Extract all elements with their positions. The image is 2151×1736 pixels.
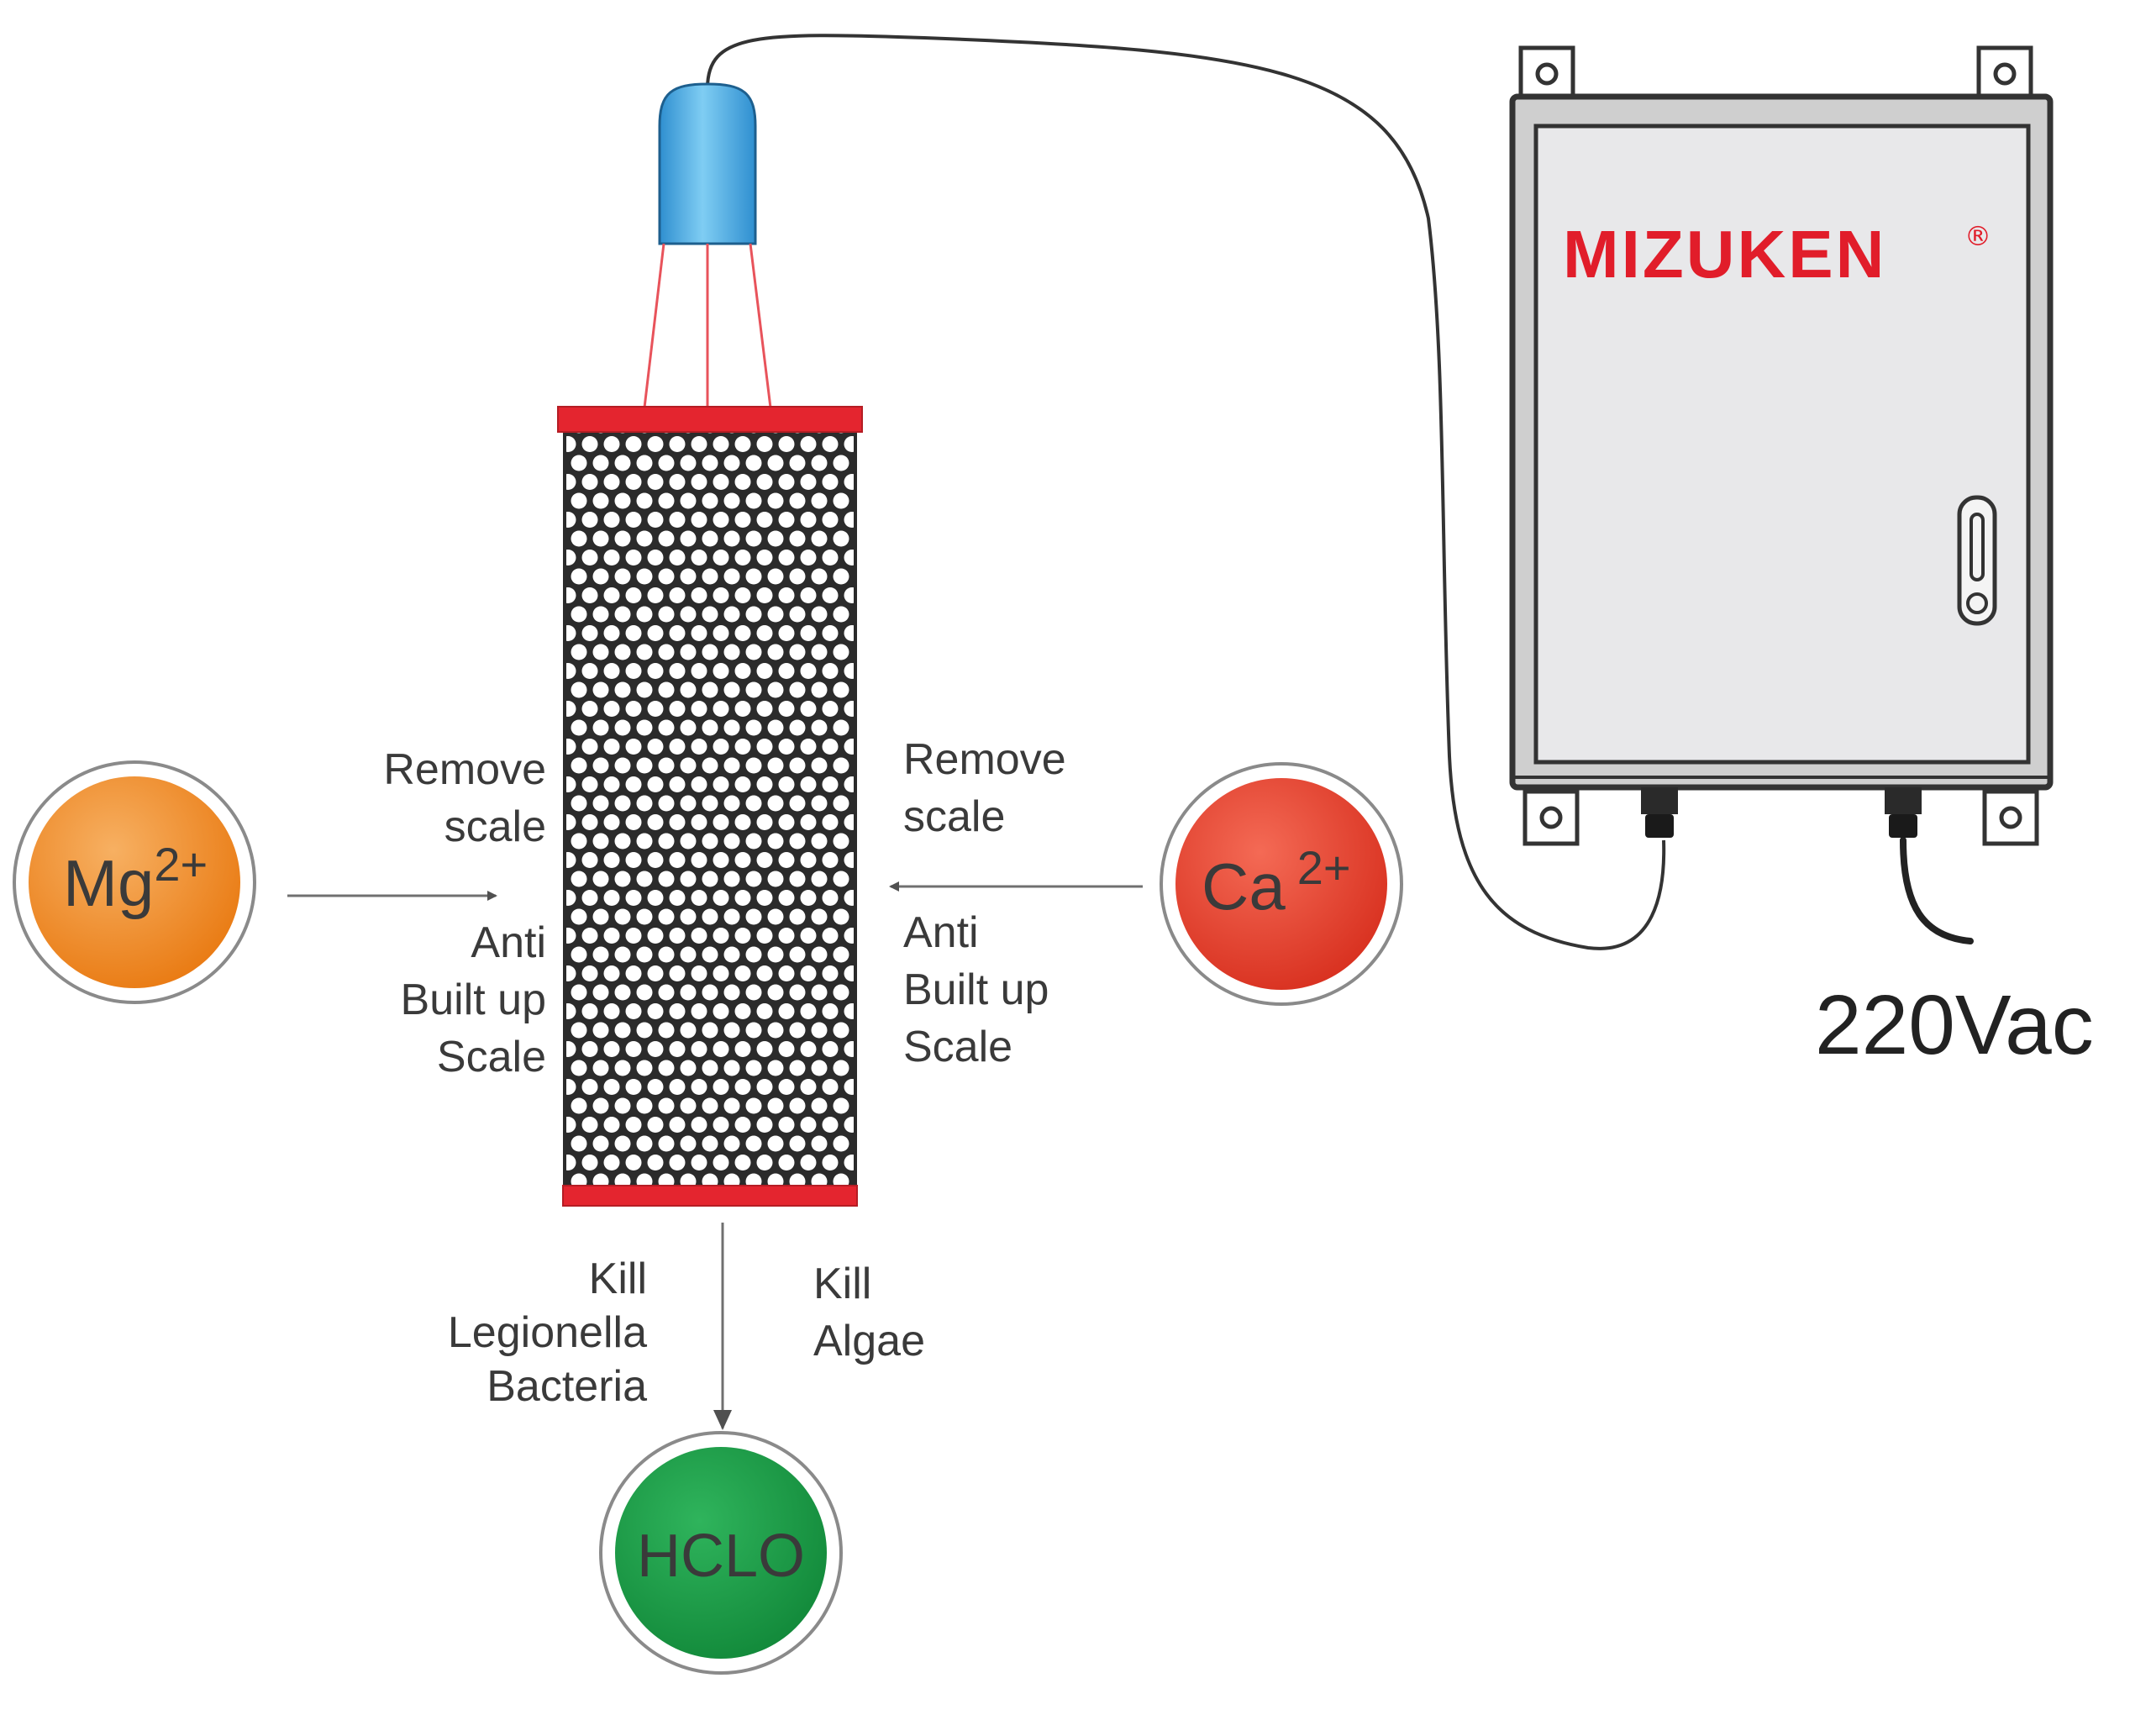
signal-cable — [706, 34, 1666, 950]
label-line: Scale — [903, 1023, 1013, 1071]
label-line: Anti — [903, 908, 979, 957]
ca-ion-label: Ca — [1202, 850, 1286, 923]
power-cable — [1900, 837, 1974, 944]
svg-text:Mg2+: Mg2+ — [63, 838, 208, 920]
label-line: Anti — [471, 918, 546, 967]
label-line: Built up — [903, 965, 1049, 1014]
hclo-circle: HCLO — [599, 1431, 843, 1675]
left-anti-scale-label: Anti Built up Scale — [294, 914, 546, 1086]
label-line: scale — [903, 792, 1006, 841]
registered-mark: ® — [1964, 220, 1991, 252]
mg-ion-charge: 2+ — [154, 838, 208, 891]
label-line: Scale — [436, 1033, 546, 1081]
mg-ion-label: Mg — [63, 846, 154, 920]
ca-ion-charge: 2+ — [1297, 841, 1351, 894]
hclo-label: HCLO — [637, 1523, 805, 1590]
mesh-electrode-icon — [557, 406, 863, 1207]
label-line: scale — [444, 802, 546, 851]
voltage-label: 220Vac — [1815, 978, 2094, 1072]
mounting-bracket-icon — [1518, 45, 2039, 846]
left-remove-scale-label: Remove scale — [294, 741, 546, 855]
label-line: Remove — [903, 735, 1066, 784]
label-line: Remove — [383, 745, 546, 794]
label-line: Kill — [813, 1260, 872, 1308]
label-line: Algae — [813, 1317, 925, 1365]
kill-algae-label: Kill Algae — [813, 1255, 1065, 1370]
brand-name: MIZUKEN — [1563, 217, 1886, 292]
brand-logo: MIZUKEN — [1563, 217, 1886, 292]
right-remove-scale-label: Remove scale — [903, 731, 1155, 845]
mg-ion-circle: Mg2+ — [13, 760, 256, 1004]
label-line: Legionella — [447, 1308, 647, 1357]
kill-legionella-label: Kill Legionella Bacteria — [353, 1252, 647, 1413]
label-line: Kill — [588, 1255, 647, 1303]
right-anti-scale-label: Anti Built up Scale — [903, 904, 1155, 1076]
cable-gland-icon — [1641, 787, 1922, 838]
door-latch-icon — [1957, 495, 1997, 626]
electrode-probe-icon — [643, 82, 772, 408]
svg-text:Ca2+: Ca2+ — [1202, 841, 1351, 923]
control-cabinet-icon: MIZUKEN ® — [1509, 45, 2054, 846]
label-line: Bacteria — [486, 1362, 647, 1411]
label-line: Built up — [400, 976, 546, 1024]
